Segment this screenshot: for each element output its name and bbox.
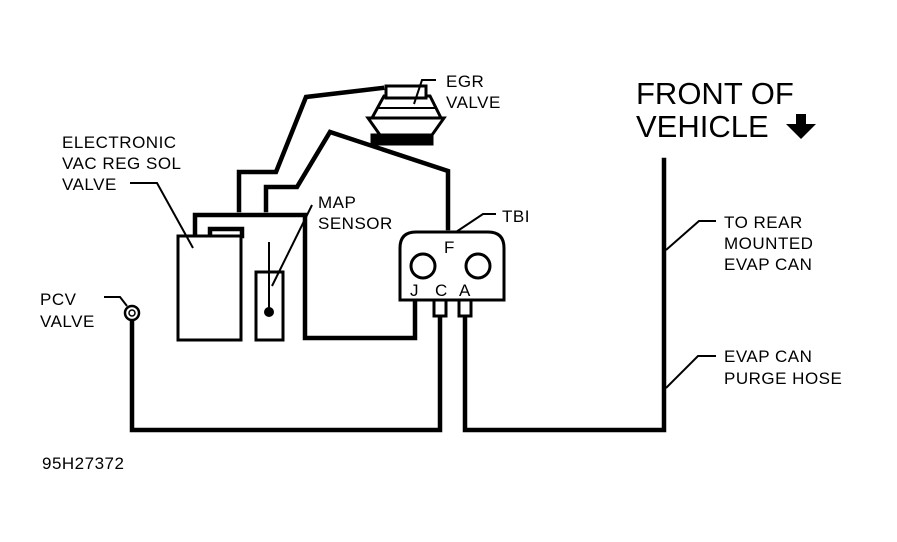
tbi-port-a: A bbox=[459, 281, 471, 300]
egr-label-line1: EGR bbox=[446, 72, 484, 91]
purge-label-line2: PURGE HOSE bbox=[724, 369, 842, 388]
tbi-label: TBI bbox=[502, 207, 530, 226]
pcv-valve bbox=[123, 304, 141, 322]
evrv-label-line3: VALVE bbox=[62, 175, 117, 194]
evrv-label-line2: VAC REG SOL bbox=[62, 154, 182, 173]
front-label-line2: VEHICLE bbox=[636, 109, 769, 144]
evrv-body bbox=[176, 234, 243, 342]
pcv-label-line2: VALVE bbox=[40, 312, 95, 331]
purge-label-line1: EVAP CAN bbox=[724, 347, 812, 366]
evrv-label-line1: ELECTRONIC bbox=[62, 133, 177, 152]
egr-valve bbox=[365, 84, 447, 146]
hose-egr-to-evrv bbox=[236, 85, 385, 213]
hose-pcv-to-tbi-c bbox=[129, 313, 443, 433]
pcv-label-line1: PCV bbox=[40, 290, 77, 309]
tbi-port-f: F bbox=[444, 238, 454, 257]
map-sensor bbox=[254, 242, 285, 342]
map-label-line2: SENSOR bbox=[318, 214, 393, 233]
map-label-line1: MAP bbox=[318, 193, 356, 212]
hose-inner-evrv bbox=[207, 226, 245, 239]
hose-evap-purge bbox=[462, 157, 667, 433]
hose-map-to-tbi bbox=[263, 129, 451, 231]
arrow-down-icon bbox=[786, 114, 816, 139]
rear-label-line1: TO REAR bbox=[724, 213, 803, 232]
rear-label-line3: EVAP CAN bbox=[724, 255, 812, 274]
leader-lines bbox=[104, 79, 716, 389]
tbi-port-j: J bbox=[410, 281, 419, 300]
egr-label-line2: VALVE bbox=[446, 93, 501, 112]
front-label-line1: FRONT OF bbox=[636, 76, 794, 111]
rear-label-line2: MOUNTED bbox=[724, 234, 813, 253]
tbi-body bbox=[398, 230, 506, 318]
hose-tbi-j-to-evrv bbox=[192, 212, 418, 341]
figure-id: 95H27372 bbox=[42, 454, 124, 473]
tbi-port-c: C bbox=[435, 281, 447, 300]
